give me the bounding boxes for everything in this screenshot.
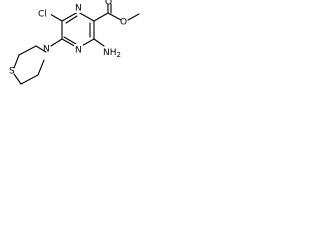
chlorine-label: Cl bbox=[38, 10, 47, 20]
bond-c-cl bbox=[49, 13, 63, 22]
amino-nh-text: NH bbox=[103, 48, 117, 58]
bond-o-methyl bbox=[127, 13, 140, 21]
amino-subscript-text: 2 bbox=[117, 51, 121, 59]
bond-c-morpholine-n bbox=[50, 38, 63, 47]
bond-tm-2 bbox=[18, 45, 37, 56]
bond-tm-1 bbox=[35, 45, 47, 53]
bond-ring-6 bbox=[61, 11, 79, 22]
bond-ester-o bbox=[107, 12, 122, 21]
ether-oxygen-label: O bbox=[120, 18, 127, 28]
bond-tm-5 bbox=[20, 74, 39, 85]
label-bg-n-top bbox=[74, 2, 83, 13]
chemical-structure-diagram: Cl N N O O NH2 N S bbox=[9, 0, 140, 85]
bond-tm-3 bbox=[13, 54, 20, 69]
bond-tm-6 bbox=[37, 59, 45, 76]
pyrazine-ring bbox=[61, 11, 95, 49]
morpholine-nitrogen-label: N bbox=[43, 45, 50, 55]
sulfur-label: S bbox=[9, 67, 15, 77]
bond-ring-4-double bbox=[63, 36, 77, 45]
bond-ring-6-double bbox=[65, 15, 78, 24]
bond-ring-1 bbox=[77, 11, 95, 22]
bond-c-nh2 bbox=[93, 38, 105, 47]
carbonyl-oxygen-label: O bbox=[105, 0, 112, 8]
thiomorpholine-ring bbox=[13, 45, 47, 85]
bond-c-ester bbox=[93, 12, 109, 22]
label-bg-n-bottom bbox=[74, 44, 83, 55]
label-bg-cl bbox=[38, 8, 51, 19]
amino-label: NH2 bbox=[103, 48, 121, 60]
ring-nitrogen-top-label: N bbox=[75, 4, 82, 14]
ring-nitrogen-bottom-label: N bbox=[75, 46, 82, 56]
bond-tm-4 bbox=[13, 73, 22, 85]
